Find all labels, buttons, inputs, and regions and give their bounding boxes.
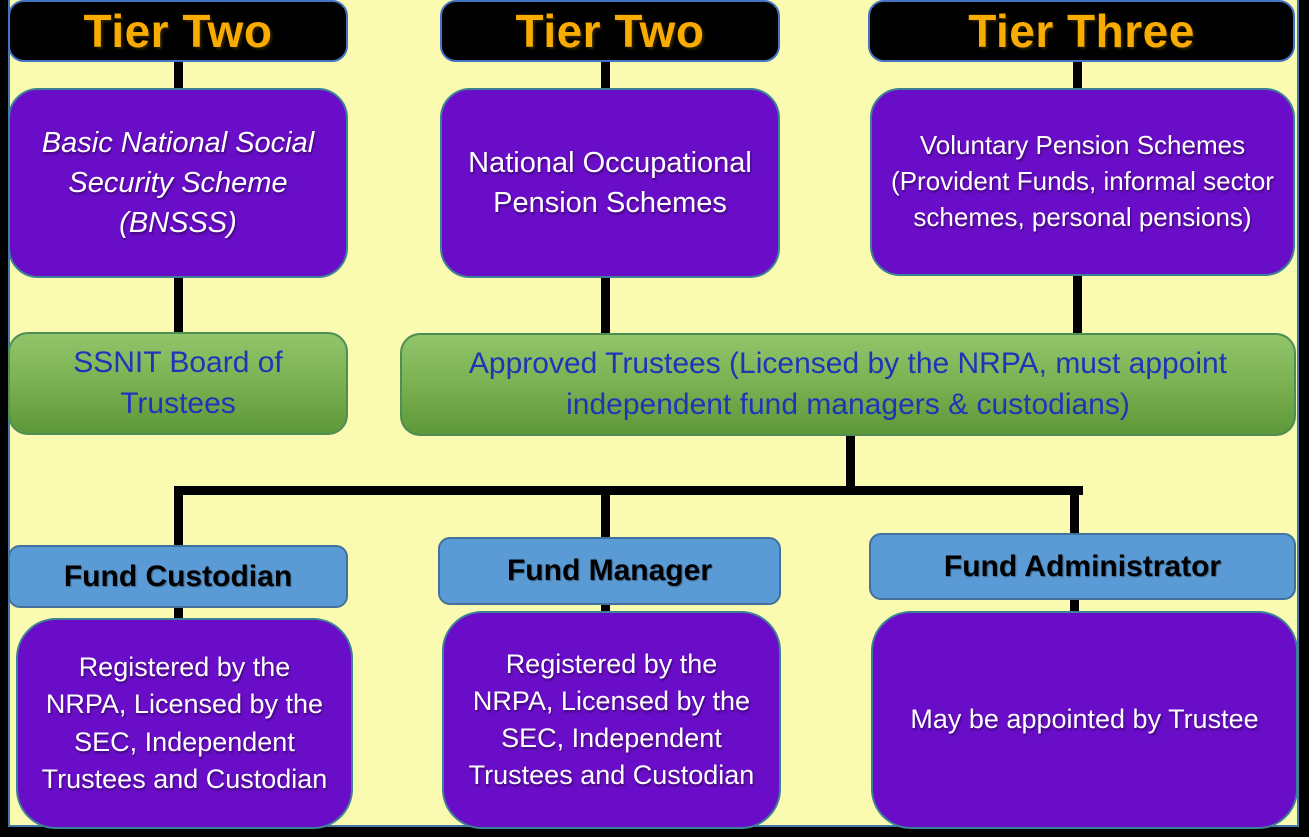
- fund-administrator-detail-box: May be appointed by Trustee: [871, 611, 1298, 829]
- approved-trustees-box: Approved Trustees (Licensed by the NRPA,…: [400, 333, 1296, 436]
- connector-branch-custodian: [174, 486, 183, 548]
- fund-administrator-title-box: Fund Administrator: [869, 533, 1296, 600]
- connector-scheme1-ssnit: [174, 273, 183, 335]
- connector-branch-administrator: [1070, 486, 1079, 538]
- connector-header1-scheme1: [174, 56, 183, 94]
- connector-scheme3-approved: [1073, 273, 1082, 337]
- scheme-box-voluntary: Voluntary Pension Schemes (Provident Fun…: [870, 88, 1295, 276]
- ssnit-board-box: SSNIT Board of Trustees: [8, 332, 348, 435]
- fund-manager-detail-box: Registered by the NRPA, Licensed by the …: [442, 611, 781, 829]
- connector-header3-scheme3: [1073, 56, 1082, 94]
- scheme-box-bnsss: Basic National Social Security Scheme (B…: [8, 88, 348, 278]
- fund-custodian-detail-box: Registered by the NRPA, Licensed by the …: [16, 618, 353, 829]
- connector-administrator-detail: [1070, 597, 1079, 615]
- fund-custodian-title-box: Fund Custodian: [8, 545, 348, 608]
- connector-approved-branch: [846, 432, 855, 490]
- connector-manager-detail: [601, 601, 610, 617]
- fund-manager-title-box: Fund Manager: [438, 537, 781, 605]
- connector-header2-scheme2: [601, 56, 610, 94]
- scheme-box-occupational: National Occupational Pension Schemes: [440, 88, 780, 278]
- tier-header-3: Tier Three: [868, 0, 1295, 62]
- connector-branch-manager: [601, 486, 610, 542]
- tier-header-1: Tier Two: [8, 0, 348, 62]
- branch-horizontal-line: [174, 486, 1083, 495]
- connector-custodian-detail: [174, 604, 183, 622]
- connector-scheme2-approved: [601, 273, 610, 337]
- tier-header-2: Tier Two: [440, 0, 780, 62]
